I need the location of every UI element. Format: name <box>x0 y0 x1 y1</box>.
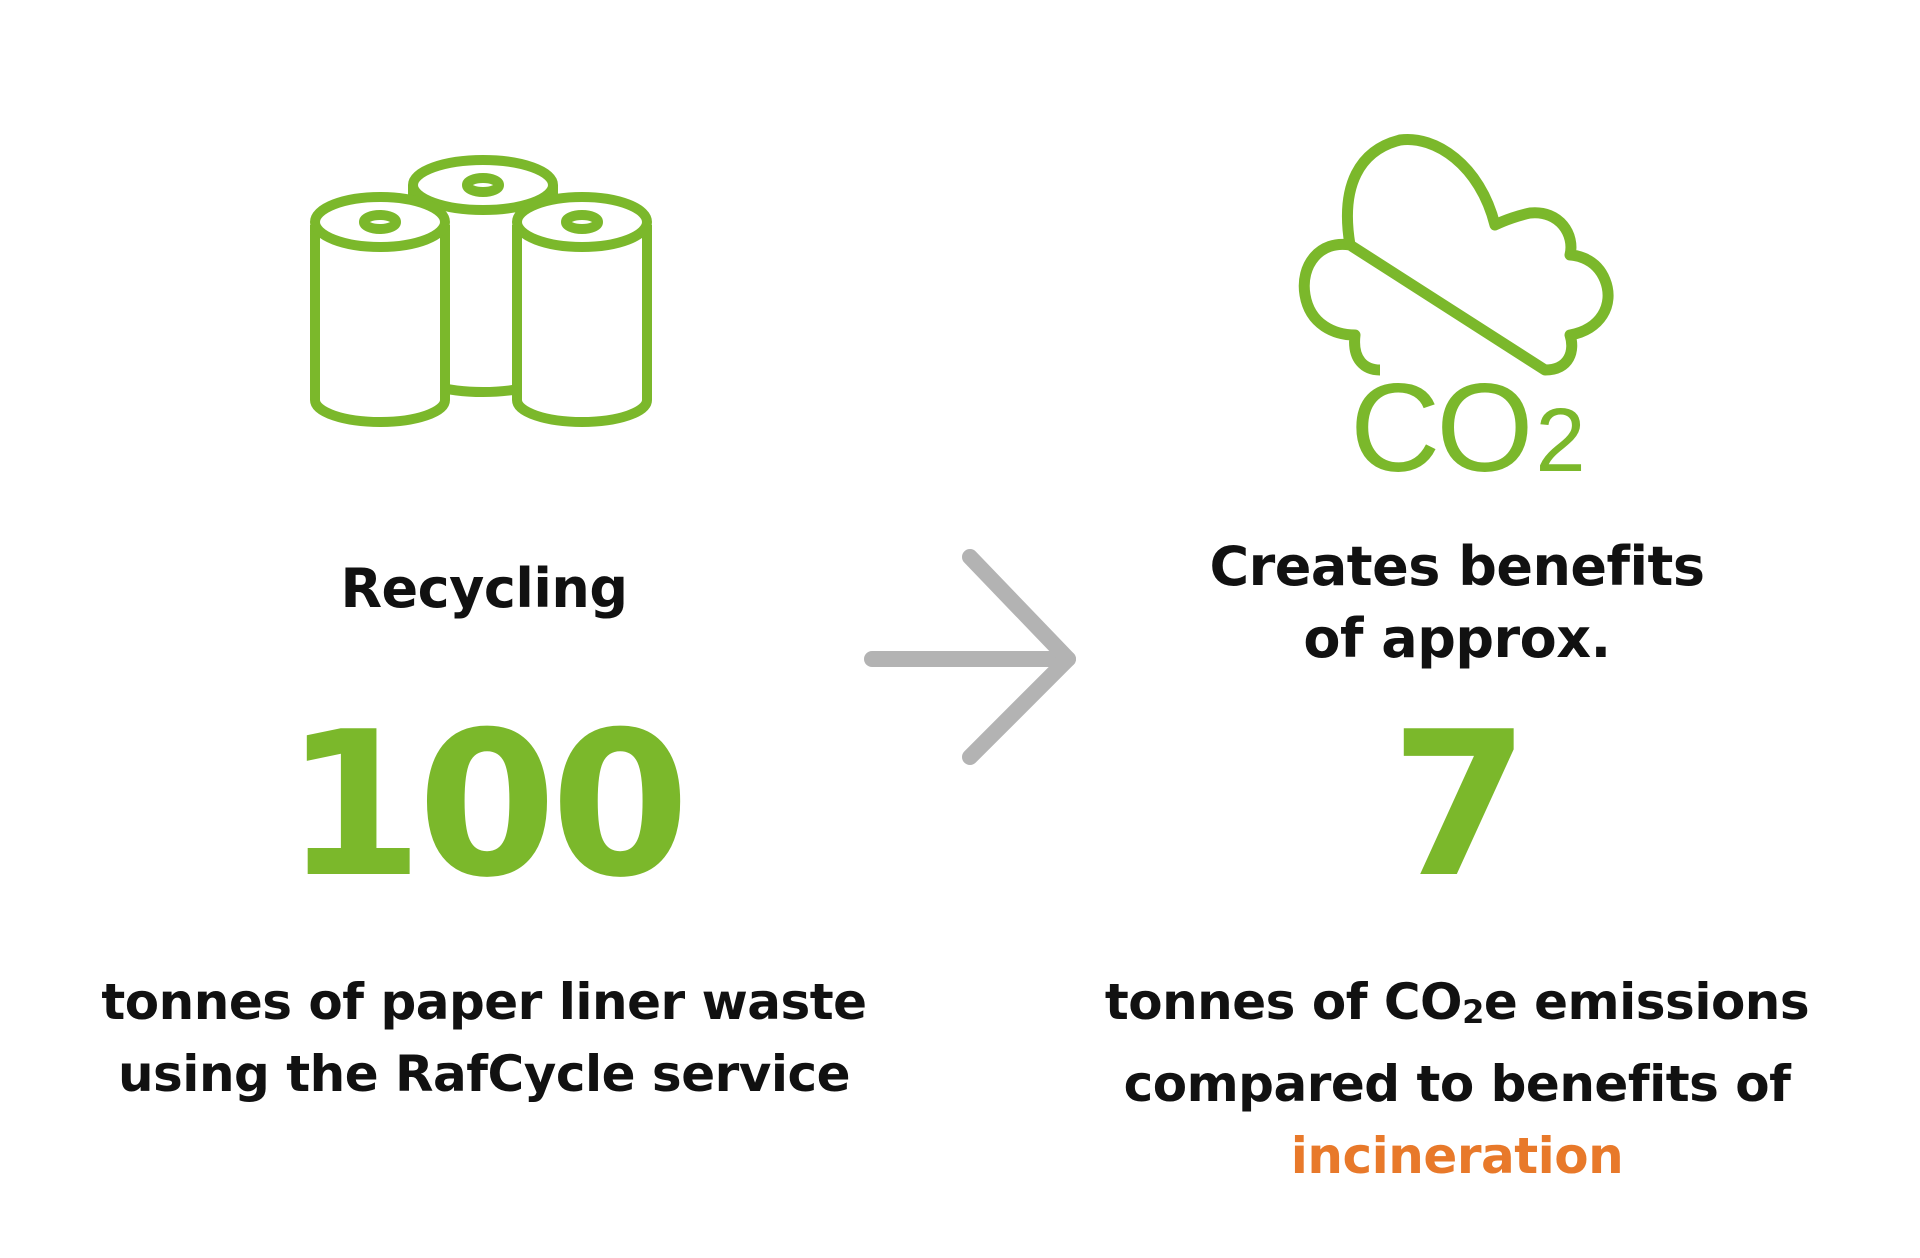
recycling-description: tonnes of paper liner waste using the Ra… <box>34 966 934 1110</box>
label-line: of approx. <box>1303 607 1611 670</box>
description-line: tonnes of paper liner waste <box>101 973 867 1031</box>
paper-rolls-icon <box>310 155 652 427</box>
benefits-label: Creates benefits of approx. <box>1107 531 1807 675</box>
arrow-right-icon <box>864 549 1076 765</box>
svg-text:CO2: CO2 <box>1350 359 1582 485</box>
incineration-highlight: incineration <box>1290 1127 1624 1185</box>
description-line: using the RafCycle service <box>117 1045 851 1103</box>
co2-tonnes-value: 7 <box>1390 689 1529 922</box>
co2-description: tonnes of CO2e emissions compared to ben… <box>1007 966 1907 1192</box>
recycling-label: Recycling <box>340 557 628 620</box>
co2-cloud-icon: CO2 <box>1298 133 1614 485</box>
description-line: tonnes of CO2e emissions <box>1104 973 1810 1031</box>
description-line: compared to benefits of <box>1123 1055 1791 1113</box>
recycled-tonnes-value: 100 <box>284 689 689 922</box>
label-line: Creates benefits <box>1209 535 1705 598</box>
